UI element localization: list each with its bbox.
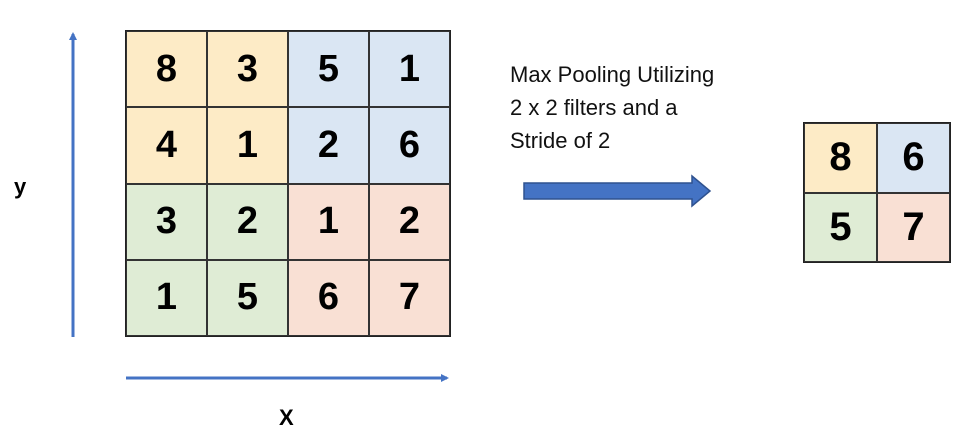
input-cell: 6 (369, 107, 450, 184)
input-cell: 8 (126, 31, 207, 108)
output-cell: 7 (877, 192, 950, 262)
input-cell: 1 (207, 107, 288, 184)
pooling-arrow (523, 174, 712, 208)
output-cell: 5 (804, 192, 877, 262)
input-cell: 2 (369, 183, 450, 260)
y-axis-label: y (14, 174, 27, 199)
pooling-caption: Max Pooling Utilizing 2 x 2 filters and … (510, 58, 714, 157)
input-cell: 6 (288, 259, 369, 336)
input-cell: 1 (126, 259, 207, 336)
caption-line: 2 x 2 filters and a (510, 95, 678, 120)
output-cell: 6 (877, 123, 950, 193)
input-cell: 3 (126, 183, 207, 260)
x-axis-label: X (279, 405, 294, 430)
input-cell: 1 (369, 31, 450, 108)
input-cell: 4 (126, 107, 207, 184)
output-cell: 8 (804, 123, 877, 193)
input-cell: 2 (288, 107, 369, 184)
caption-line: Max Pooling Utilizing (510, 62, 715, 87)
input-cell: 1 (288, 183, 369, 260)
input-cell: 5 (207, 259, 288, 336)
input-cell: 7 (369, 259, 450, 336)
input-cell: 3 (207, 31, 288, 108)
input-cell: 2 (207, 183, 288, 260)
caption-line: Stride of 2 (510, 128, 611, 153)
input-cell: 5 (288, 31, 369, 108)
